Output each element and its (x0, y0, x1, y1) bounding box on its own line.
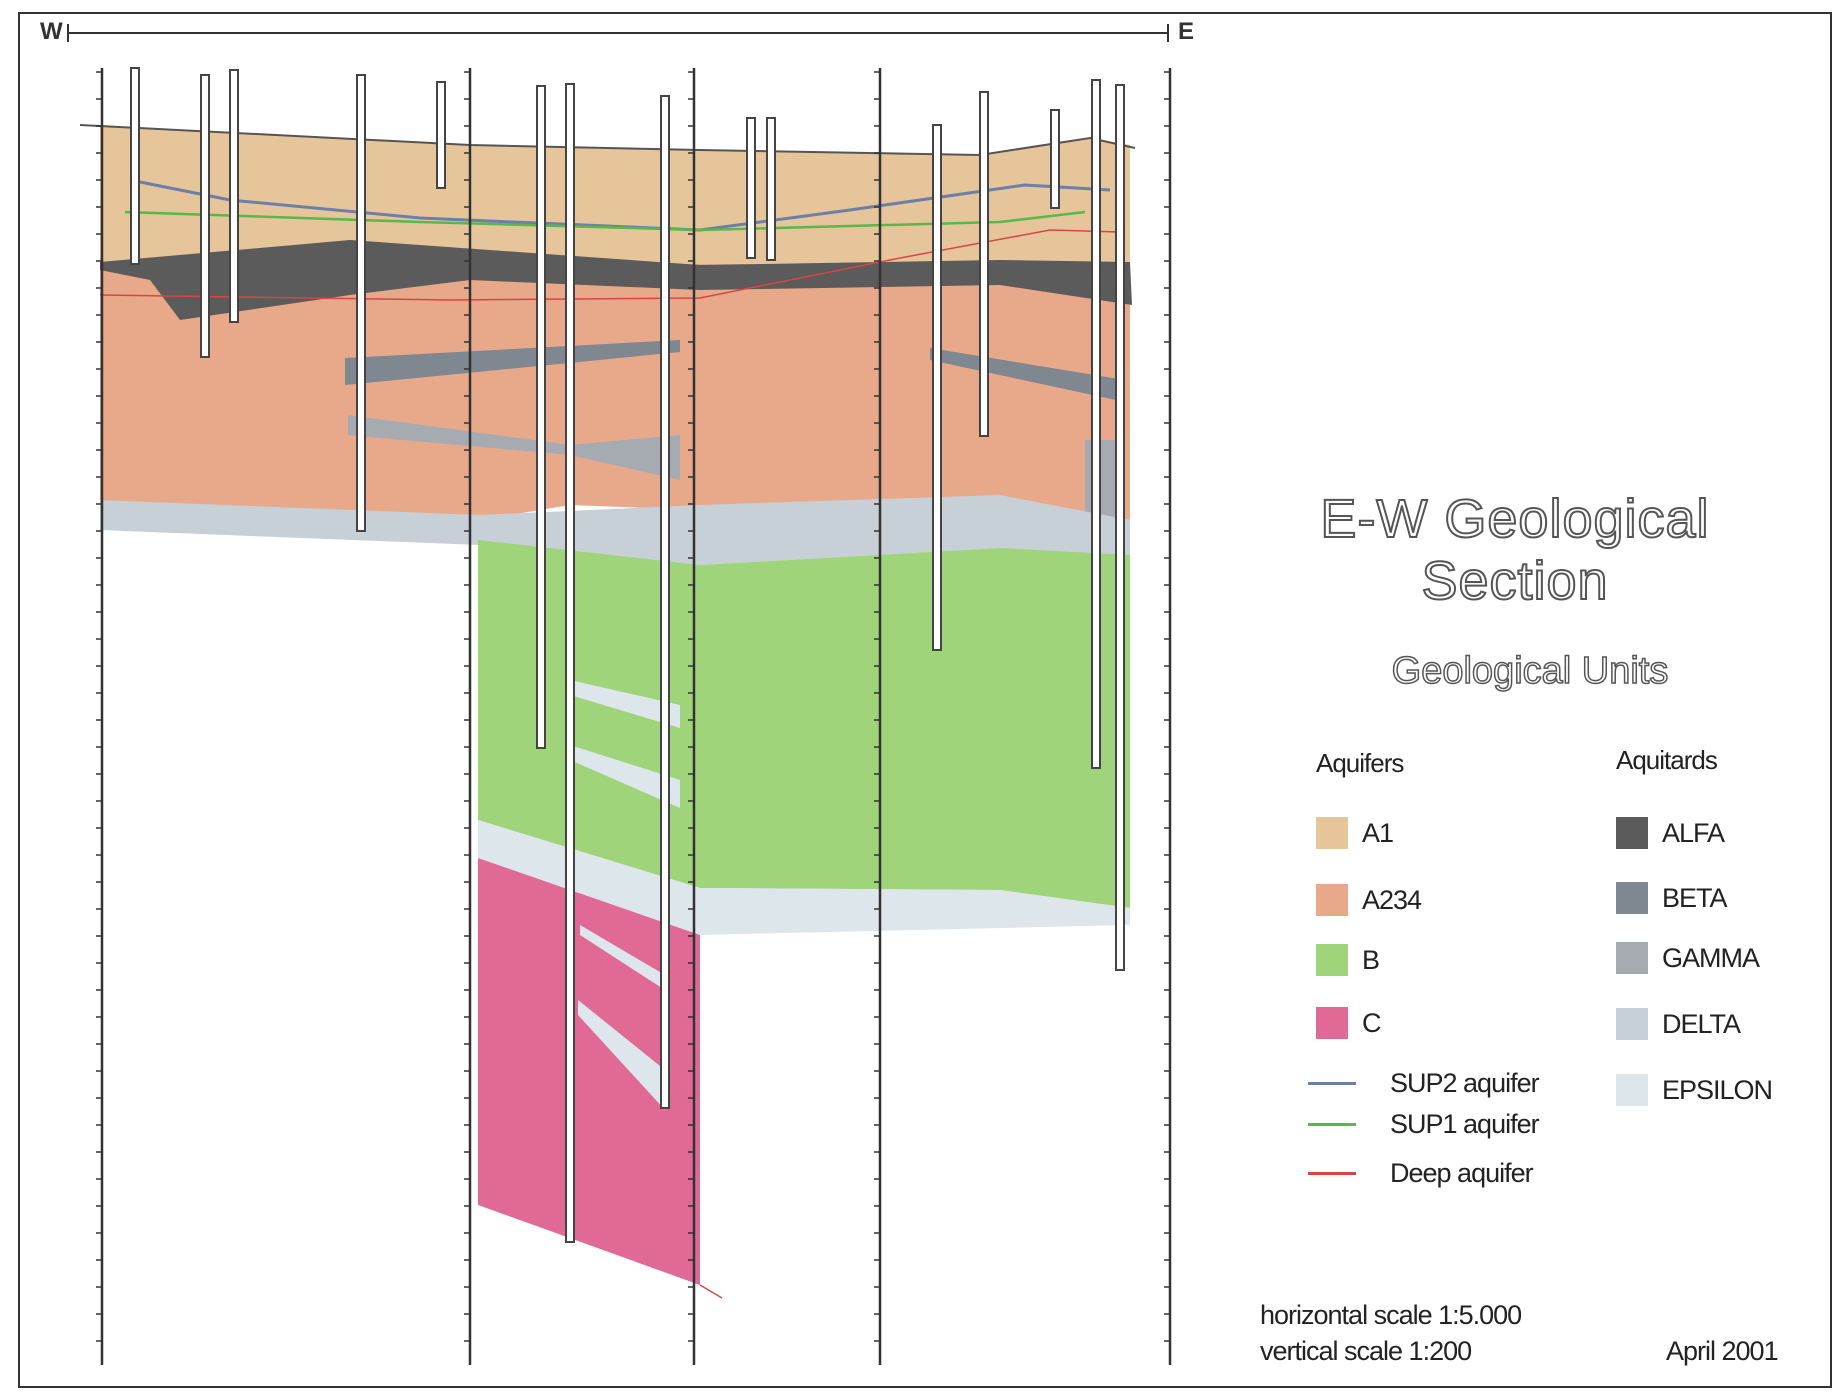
east-label: E (1178, 18, 1195, 45)
lens-beta-1 (345, 340, 680, 385)
date: April 2001 (1666, 1336, 1779, 1366)
sup1-label: SUP1 aquifer (1390, 1108, 1540, 1139)
aquitards-heading: Aquitards (1616, 745, 1718, 775)
section-title: E-W Geological Section (1319, 488, 1710, 612)
a1-swatch (1316, 817, 1348, 849)
lens-c-2 (578, 1000, 665, 1110)
a234-swatch (1316, 884, 1348, 916)
vertical-scale: vertical scale 1:200 (1260, 1336, 1472, 1366)
legend-aquitard-epsilon: EPSILON (1616, 1072, 1773, 1108)
lens-b-2 (570, 745, 680, 808)
b-label: B (1362, 944, 1380, 975)
layer-b (478, 540, 1130, 908)
gamma-label: GAMMA (1662, 942, 1760, 973)
deep-swatch (1308, 1171, 1356, 1175)
sup1-aquifer-line (124, 210, 1086, 232)
sup1-swatch (1308, 1122, 1356, 1126)
legend-aquitard-alfa: ALFA (1616, 815, 1725, 851)
sup2-swatch (1308, 1081, 1356, 1085)
aquifers-heading: Aquifers (1316, 748, 1404, 778)
c-label: C (1362, 1007, 1381, 1038)
legend-aquitard-delta: DELTA (1616, 1006, 1741, 1042)
beta-swatch (1616, 882, 1648, 914)
epsilon-swatch (1616, 1074, 1648, 1106)
lens-gamma-1 (348, 415, 680, 480)
layer-epsilon (478, 820, 1130, 935)
legend-aquitard-gamma: GAMMA (1616, 940, 1760, 976)
scale-rulers (100, 68, 1172, 1365)
alfa-swatch (1616, 817, 1648, 849)
legend-aquifer-a234: A234 (1316, 882, 1422, 918)
epsilon-label: EPSILON (1662, 1074, 1773, 1105)
a1-label: A1 (1362, 817, 1394, 848)
boreholes (130, 67, 1125, 1243)
delta-swatch (1616, 1008, 1648, 1040)
sup2-label: SUP2 aquifer (1390, 1067, 1540, 1098)
legend-sup2: SUP2 aquifer (1308, 1065, 1540, 1101)
beta-label: BETA (1662, 882, 1728, 913)
lens-beta-2 (930, 348, 1125, 402)
ruler-ticks (96, 71, 1170, 1342)
c-swatch (1316, 1007, 1348, 1039)
legend-title: Geological Units (1391, 649, 1669, 693)
deep-label: Deep aquifer (1390, 1157, 1534, 1188)
alfa-label: ALFA (1662, 817, 1725, 848)
legend-aquitard-beta: BETA (1616, 880, 1728, 916)
legend-deep: Deep aquifer (1308, 1155, 1534, 1191)
legend-aquifer-b: B (1316, 942, 1380, 978)
west-label: W (40, 18, 63, 45)
legend-aquifer-c: C (1316, 1005, 1381, 1041)
gamma-swatch (1616, 942, 1648, 974)
a234-label: A234 (1362, 884, 1422, 915)
b-swatch (1316, 944, 1348, 976)
legend-sup1: SUP1 aquifer (1308, 1106, 1540, 1142)
legend-aquifer-a1: A1 (1316, 815, 1394, 851)
orientation-line (67, 24, 1169, 42)
horizontal-scale: horizontal scale 1:5.000 (1260, 1300, 1522, 1330)
delta-label: DELTA (1662, 1008, 1741, 1039)
lens-c-1 (580, 925, 665, 990)
deep-aquifer-tail (699, 1284, 723, 1299)
deep-aquifer-line (99, 229, 1121, 301)
lens-b-1 (570, 680, 680, 728)
